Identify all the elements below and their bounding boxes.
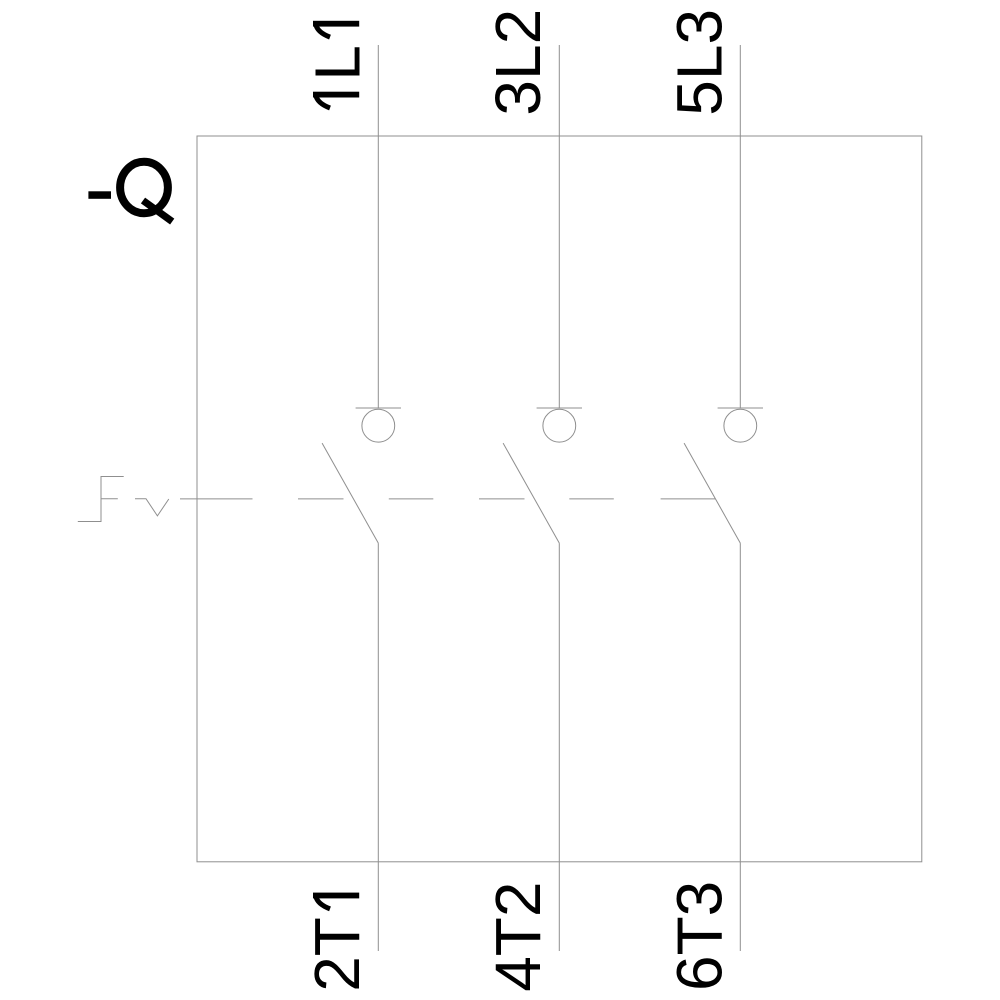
svg-text:6T3: 6T3 xyxy=(663,881,735,991)
svg-text:5L3: 5L3 xyxy=(663,9,735,116)
svg-text:2T: 2T xyxy=(301,917,373,992)
svg-text:L: L xyxy=(301,45,373,81)
svg-text:3L2: 3L2 xyxy=(482,9,554,116)
svg-text:4T2: 4T2 xyxy=(482,882,554,992)
